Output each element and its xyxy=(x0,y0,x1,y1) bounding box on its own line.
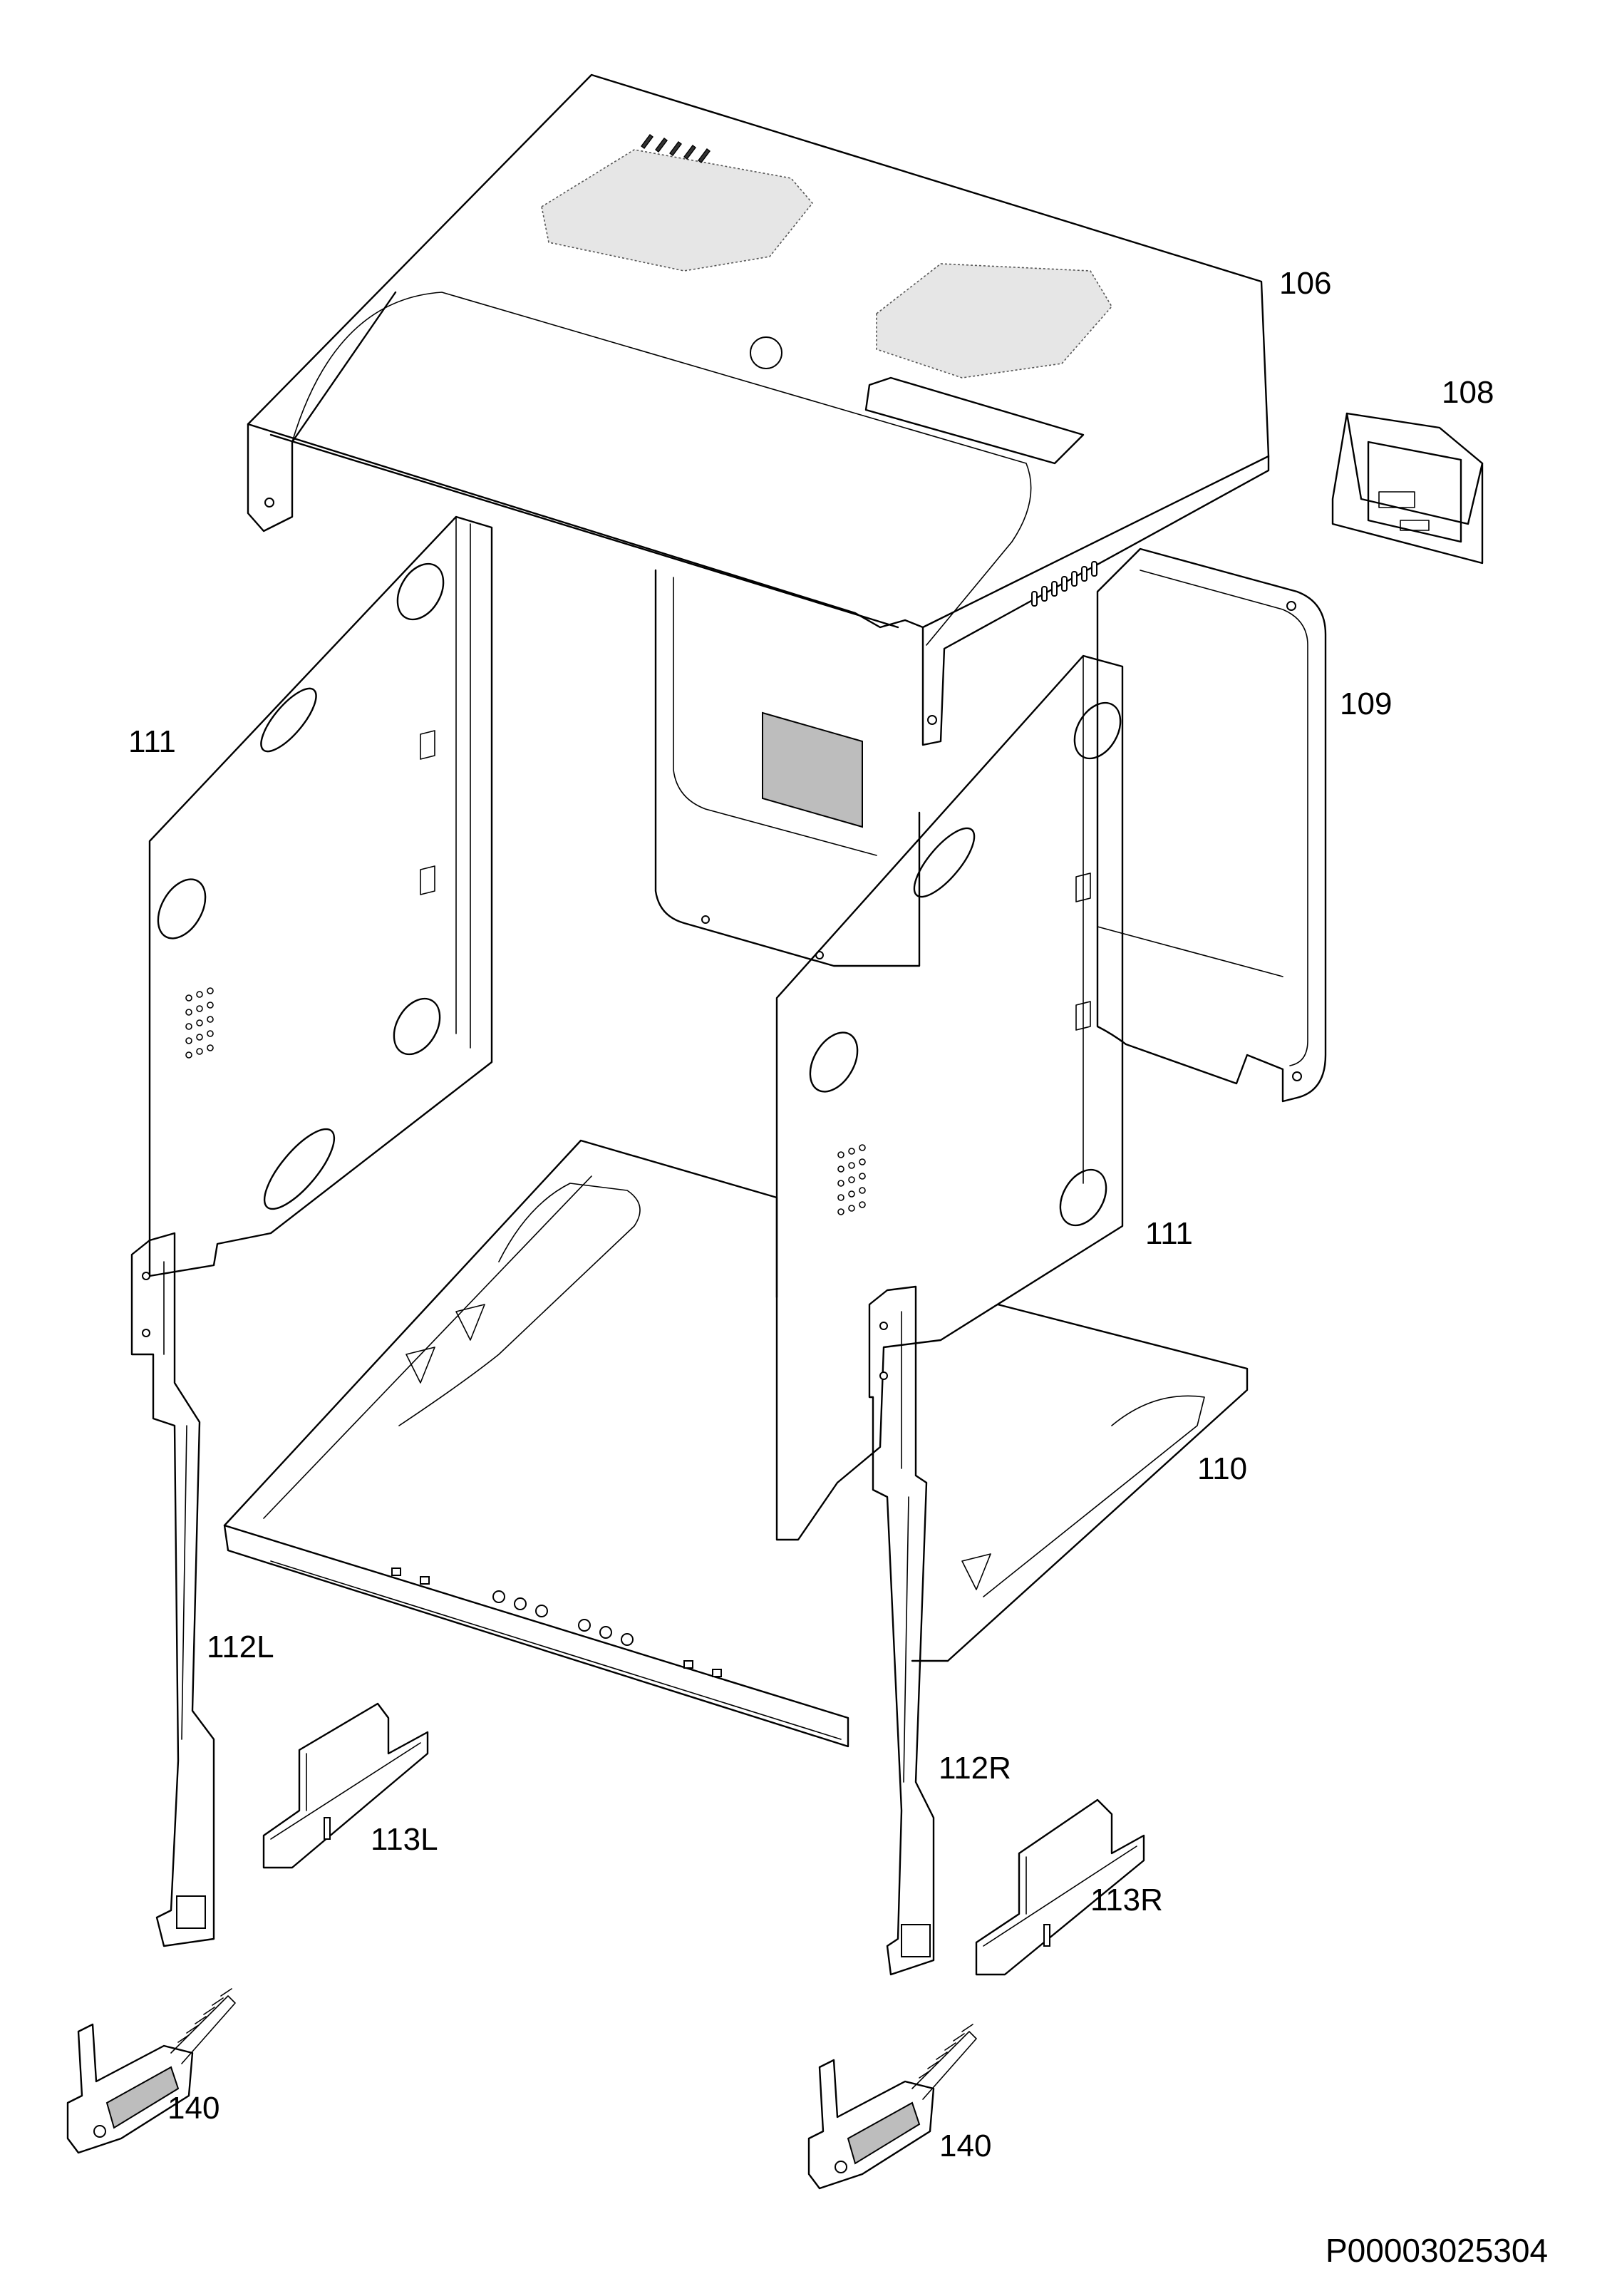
label-111-right: 111 xyxy=(1145,1216,1193,1251)
part-110-base-frame xyxy=(223,1139,1249,1748)
part-112R-right-hinge-rail xyxy=(868,1285,935,1976)
label-106: 106 xyxy=(1279,266,1331,301)
cavity-back-wall xyxy=(654,569,921,967)
part-140-right-hinge xyxy=(807,2024,977,2190)
part-113R-right-bracket xyxy=(975,1798,1145,1976)
part-113L-left-bracket xyxy=(262,1702,429,1869)
part-108-control-box xyxy=(1331,412,1484,565)
label-140-right: 140 xyxy=(939,2128,991,2163)
part-112L-left-hinge-rail xyxy=(130,1232,215,1947)
part-140-left-hinge xyxy=(66,1988,236,2154)
label-108: 108 xyxy=(1442,375,1494,410)
label-112L: 112L xyxy=(207,1630,274,1664)
part-111-right-side-panel xyxy=(775,654,1124,1541)
label-113R: 113R xyxy=(1090,1883,1163,1917)
part-109-back-panel xyxy=(1096,547,1327,1103)
label-110: 110 xyxy=(1197,1451,1247,1486)
label-113L: 113L xyxy=(371,1822,438,1857)
base-frame-holes xyxy=(391,1567,722,1677)
perforation-grid-right xyxy=(837,1144,866,1215)
vent-slots-top xyxy=(641,134,711,163)
vent-slots-side xyxy=(1031,561,1097,607)
perforation-grid-left xyxy=(185,987,214,1059)
label-140-left: 140 xyxy=(167,2091,219,2126)
label-111-left: 111 xyxy=(128,724,176,759)
label-109: 109 xyxy=(1340,686,1392,721)
document-code: P00003025304 xyxy=(1326,2232,1548,2269)
label-112R: 112R xyxy=(939,1751,1011,1786)
part-111-left-side-panel xyxy=(148,515,493,1277)
part-106-top-cover xyxy=(247,73,1270,746)
